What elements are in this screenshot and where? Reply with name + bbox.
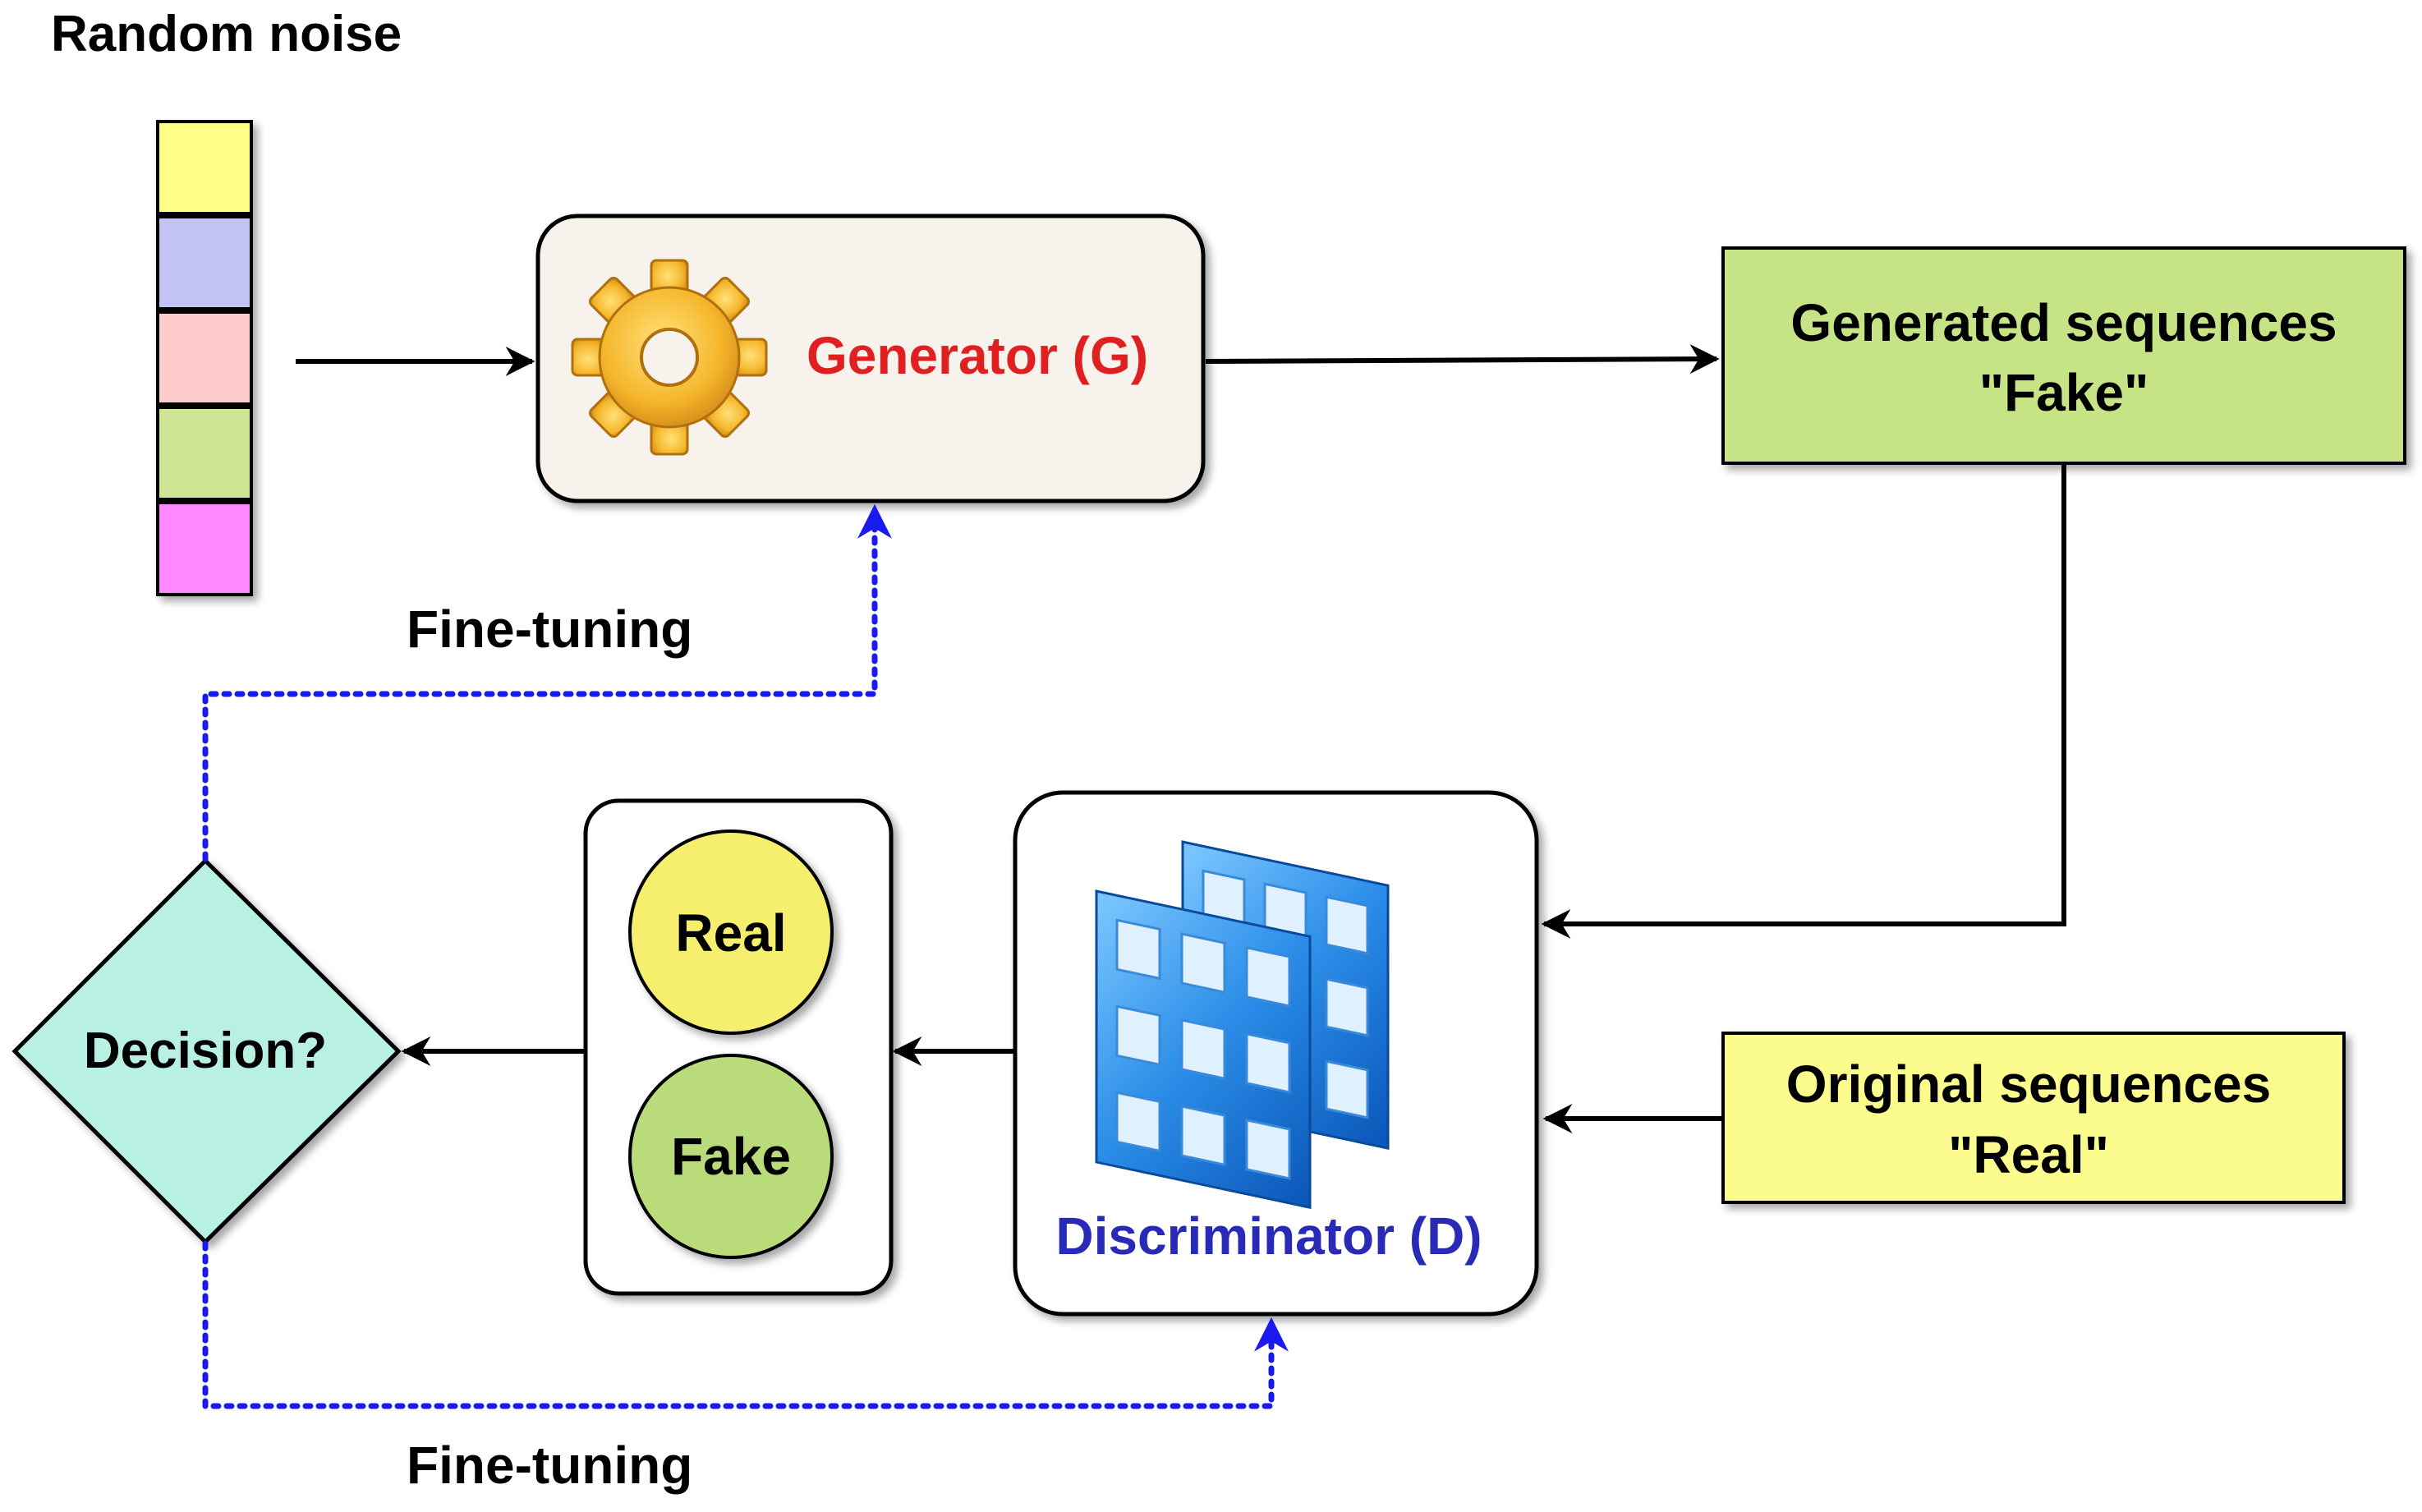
fake-output-circle: [628, 1054, 834, 1259]
noise-cell-1: [156, 120, 253, 215]
decision-label: Decision?: [84, 1023, 327, 1079]
fine-tuning-top-label: Fine-tuning: [407, 600, 692, 659]
fine-tuning-bottom-label: Fine-tuning: [407, 1436, 692, 1495]
original-sequences-line1: Original sequences: [1786, 1055, 2271, 1114]
real-output-label: Real: [675, 903, 786, 963]
random-noise-label: Random noise: [51, 6, 402, 62]
generated-sequences-line2: "Fake": [1979, 363, 2149, 422]
noise-cell-2: [156, 215, 253, 310]
noise-vector: [156, 120, 253, 596]
arrow-generator-to-generated: [1205, 344, 1720, 375]
decision-node: Decision?: [11, 857, 402, 1245]
generator-node: Generator (G): [535, 214, 1206, 503]
generated-sequences-line1: Generated sequences: [1790, 293, 2337, 352]
fake-output-label: Fake: [671, 1127, 791, 1186]
noise-cell-5: [156, 501, 253, 596]
discriminator-label: Discriminator (D): [1055, 1206, 1482, 1266]
layered-grid-icon: [1095, 840, 1390, 1210]
real-output-circle: [628, 830, 834, 1035]
outputs-node: Real Fake: [583, 798, 894, 1296]
original-sequences-line2: "Real": [1948, 1125, 2109, 1184]
discriminator-node: Discriminator (D): [1013, 790, 1539, 1317]
feedback-to-discriminator-line: [202, 1240, 1289, 1409]
noise-cell-4: [156, 406, 253, 501]
generated-sequences-node: Generated sequences "Fake": [1721, 246, 2406, 465]
generator-label: Generator (G): [807, 326, 1148, 385]
gear-icon: [571, 259, 768, 456]
original-sequences-node: Original sequences "Real": [1721, 1032, 2346, 1204]
noise-cell-3: [156, 310, 253, 406]
feedback-to-generator-line: [202, 503, 892, 862]
arrow-generated-to-discriminator: [1541, 465, 2066, 939]
